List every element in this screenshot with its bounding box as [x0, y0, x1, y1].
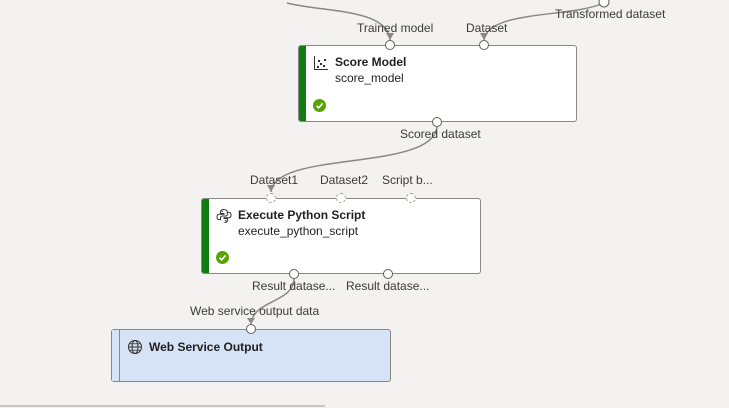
input-port-dataset1[interactable] — [266, 193, 276, 203]
score-model-module[interactable]: Score Model score_model — [298, 45, 577, 122]
port-label-dataset2: Dataset2 — [320, 173, 369, 187]
wire-dataset[interactable] — [483, 2, 605, 41]
module-side-tab — [112, 330, 120, 381]
upstream-port-transformed[interactable] — [598, 0, 610, 8]
output-port-result-dataset-1[interactable] — [289, 269, 299, 279]
status-bar-completed — [202, 199, 209, 273]
module-subtitle: score_model — [335, 71, 404, 85]
port-label-scored-dataset: Scored dataset — [400, 127, 481, 141]
completed-check-icon — [313, 99, 326, 112]
wire-arrow-web-output — [247, 318, 255, 324]
globe-icon — [128, 340, 142, 354]
wire-result-dataset[interactable] — [250, 278, 295, 325]
input-port-script-bundle[interactable] — [406, 193, 416, 203]
port-label-script-bundle: Script b... — [382, 173, 433, 187]
python-icon — [216, 208, 232, 223]
port-label-result-dataset-2: Result datase... — [346, 279, 430, 293]
wire-arrow-dataset1 — [267, 185, 275, 192]
port-label-dataset: Dataset — [466, 21, 508, 35]
port-label-dataset1: Dataset1 — [250, 173, 299, 187]
execute-python-script-module[interactable]: Execute Python Script execute_python_scr… — [201, 198, 481, 274]
module-title: Execute Python Script — [238, 208, 366, 222]
port-label-web-service-output-data: Web service output data — [190, 304, 320, 318]
completed-check-icon — [216, 251, 229, 264]
input-port-dataset2[interactable] — [336, 193, 346, 203]
horizontal-scrollbar[interactable] — [0, 405, 325, 407]
module-subtitle: execute_python_script — [238, 224, 359, 238]
output-port-scored-dataset[interactable] — [432, 117, 442, 127]
input-port-trained-model[interactable] — [385, 40, 395, 50]
module-title: Web Service Output — [149, 340, 263, 354]
port-label-trained-model: Trained model — [357, 21, 434, 35]
web-service-output-module[interactable]: Web Service Output — [111, 329, 391, 382]
input-port-web-service-output-data[interactable] — [246, 324, 256, 334]
wire-scored-dataset[interactable] — [270, 126, 438, 193]
wire-trained-model[interactable] — [286, 2, 391, 41]
port-label-result-dataset-1: Result datase... — [252, 279, 336, 293]
status-bar-completed — [299, 46, 306, 121]
module-title: Score Model — [335, 55, 407, 69]
wire-arrow-dataset — [480, 33, 488, 40]
input-port-dataset[interactable] — [479, 40, 489, 50]
output-port-result-dataset-2[interactable] — [383, 269, 393, 279]
wire-arrow-trained-model — [386, 33, 394, 40]
port-label-transformed-dataset: Transformed dataset — [555, 7, 666, 21]
score-model-icon — [314, 56, 328, 70]
